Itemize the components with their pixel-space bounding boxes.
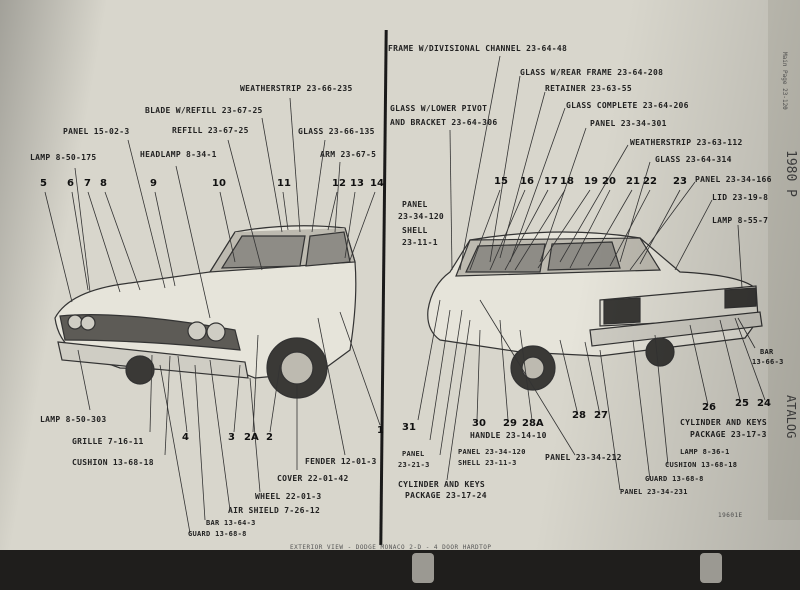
callout-6: 6 (67, 178, 74, 189)
callout-28: 28 (572, 410, 586, 421)
callout-12: 12 (332, 178, 346, 189)
label-lamp-right: LAMP 8-55-7 (712, 216, 769, 225)
callout-29: 29 (503, 418, 517, 429)
label-retainer: RETAINER 23-63-55 (545, 84, 632, 93)
label-glass-rear-frame: GLASS W/REAR FRAME 23-64-208 (520, 68, 664, 77)
callout-4: 4 (182, 432, 189, 443)
callout-5: 5 (40, 178, 47, 189)
leader-lines-right (417, 55, 766, 491)
callout-26: 26 (702, 402, 716, 413)
callout-14: 14 (370, 178, 384, 189)
side-year: 1980 P (783, 150, 798, 197)
label-lamp-bottom: LAMP 8-50-303 (40, 415, 107, 424)
callout-25: 25 (735, 398, 749, 409)
catalog-page: WEATHERSTRIP 23-66-235 BLADE W/REFILL 23… (0, 0, 800, 560)
label-lamp-top: LAMP 8-50-175 (30, 153, 97, 162)
callout-31: 31 (402, 422, 416, 433)
callout-1: 1 (377, 425, 384, 436)
label-shell-c: SHELL 23-11-3 (458, 459, 517, 467)
callout-20: 20 (602, 176, 616, 187)
callout-22: 22 (643, 176, 657, 187)
page-code: 19601E (718, 512, 743, 519)
binder-ring-2 (700, 553, 722, 583)
label-cyl-keys-d: PACKAGE 23-17-24 (405, 491, 487, 500)
label-lamp-b: LAMP 8-36-1 (680, 448, 730, 456)
label-grille: GRILLE 7-16-11 (72, 437, 144, 446)
side-page-ref: Main Page 23-120 (781, 52, 788, 110)
callout-27: 27 (594, 410, 608, 421)
label-cyl-keys-b: PACKAGE 23-17-3 (690, 430, 767, 439)
side-catalog: ATALOG (784, 395, 798, 439)
page-footer: EXTERIOR VIEW - DODGE MONACO 2-D - 4 DOO… (290, 544, 492, 551)
callout-15: 15 (494, 176, 508, 187)
label-cushion-right: CUSHION 13-68-18 (665, 461, 738, 469)
label-panel-212: PANEL 23-34-212 (545, 453, 622, 462)
callout-9: 9 (150, 178, 157, 189)
leader-lines-left (44, 97, 381, 534)
label-cover: COVER 22-01-42 (277, 474, 349, 483)
car-rear-illustration (427, 231, 763, 391)
callout-30: 30 (472, 418, 486, 429)
label-glass-314: GLASS 23-64-314 (655, 155, 732, 164)
label-blade: BLADE W/REFILL 23-67-25 (145, 106, 263, 115)
label-panel-3-a: PANEL (402, 450, 425, 458)
label-weatherstrip-right: WEATHERSTRIP 23-63-112 (630, 138, 743, 147)
illustration-layer (44, 55, 766, 534)
label-wheel: WHEEL 22-01-3 (255, 492, 322, 501)
label-glass-left: GLASS 23-66-135 (298, 127, 375, 136)
label-panel-301: PANEL 23-34-301 (590, 119, 667, 128)
label-panel-left: PANEL 15-02-3 (63, 127, 130, 136)
callout-28a: 28A (522, 418, 544, 429)
label-guard-left: GUARD 13-68-8 (188, 530, 247, 538)
callout-2: 2 (266, 432, 273, 443)
label-panel-231: PANEL 23-34-231 (620, 488, 688, 496)
label-panel-120-a: PANEL (402, 200, 428, 209)
page-margin (768, 0, 800, 520)
label-panel-120-c: PANEL 23-34-120 (458, 448, 526, 456)
label-fender: FENDER 12-01-3 (305, 457, 377, 466)
binder-base (0, 550, 800, 590)
label-glass-lower-1: GLASS W/LOWER PIVOT (390, 104, 488, 113)
label-arm: ARM 23-67-5 (320, 150, 377, 159)
callout-8: 8 (100, 178, 107, 189)
label-panel-120-b: 23-34-120 (398, 212, 445, 221)
label-lid: LID 23-19-8 (712, 193, 769, 202)
label-cyl-keys-c: CYLINDER AND KEYS (398, 480, 485, 489)
callout-21: 21 (626, 176, 640, 187)
label-refill: REFILL 23-67-25 (172, 126, 249, 135)
label-panel-3-b: 23-21-3 (398, 461, 430, 469)
binder-ring-1 (412, 553, 434, 583)
label-air-shield: AIR SHIELD 7-26-12 (228, 506, 321, 515)
callout-2a: 2A (244, 432, 259, 443)
callout-23: 23 (673, 176, 687, 187)
label-guard-right: GUARD 13-68-8 (645, 475, 704, 483)
label-bar-left: BAR 13-64-3 (206, 519, 256, 527)
label-weatherstrip-left: WEATHERSTRIP 23-66-235 (240, 84, 353, 93)
label-panel-166: PANEL 23-34-166 (695, 175, 772, 184)
label-bar-right-b: 13-66-3 (752, 358, 784, 366)
callout-10: 10 (212, 178, 226, 189)
callout-11: 11 (277, 178, 291, 189)
callout-18: 18 (560, 176, 574, 187)
label-glass-lower-2: AND BRACKET 23-64-306 (390, 118, 498, 127)
callout-3: 3 (228, 432, 235, 443)
label-frame: FRAME W/DIVISIONAL CHANNEL 23-64-48 (388, 44, 568, 53)
label-cushion-left: CUSHION 13-68-18 (72, 458, 154, 467)
callout-24: 24 (757, 398, 771, 409)
label-headlamp: HEADLAMP 8-34-1 (140, 150, 217, 159)
callout-16: 16 (520, 176, 534, 187)
label-cyl-keys-a: CYLINDER AND KEYS (680, 418, 767, 427)
callout-13: 13 (350, 178, 364, 189)
callout-7: 7 (84, 178, 91, 189)
callout-19: 19 (584, 176, 598, 187)
label-glass-complete: GLASS COMPLETE 23-64-206 (566, 101, 689, 110)
label-shell-a: SHELL (402, 226, 428, 235)
label-shell-b: 23-11-1 (402, 238, 438, 247)
label-bar-right-a: BAR (760, 348, 774, 356)
car-front-illustration (54, 225, 357, 399)
callout-17: 17 (544, 176, 558, 187)
label-handle: HANDLE 23-14-10 (470, 431, 547, 440)
